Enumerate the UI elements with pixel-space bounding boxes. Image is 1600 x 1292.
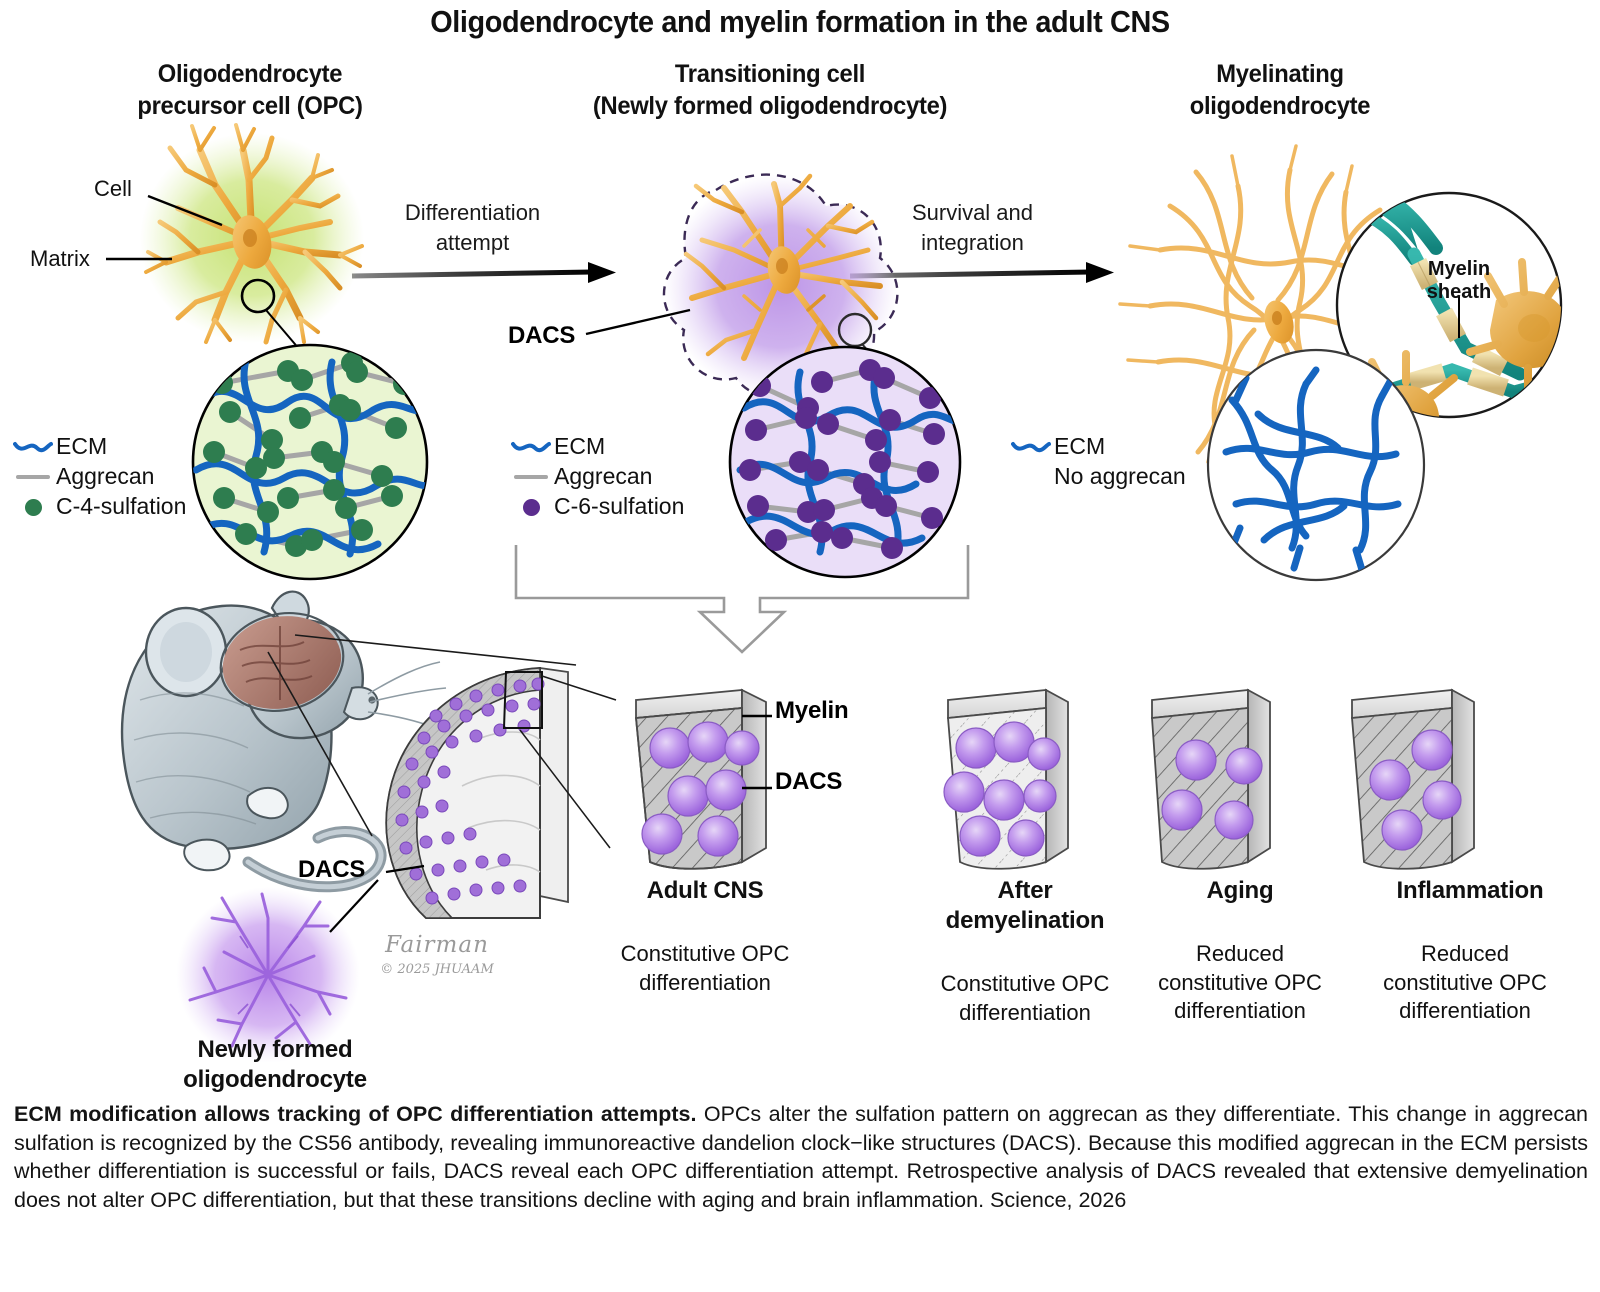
legend-label-c6-sulfation: C-6-sulfation xyxy=(554,493,685,520)
caption-body: OPCs alter the sulfation pattern on aggr… xyxy=(14,1102,1588,1212)
legend-label-c4-sulfation: C-4-sulfation xyxy=(56,493,187,520)
newly-formed-oligodendrocyte-blob xyxy=(176,879,379,1063)
tissue-block-adult-cns xyxy=(635,688,772,870)
ecm-wave-icon xyxy=(508,438,554,456)
tissue-block-inflammation xyxy=(1351,688,1475,870)
no-aggrecan-ecm-inset xyxy=(1206,348,1426,582)
mouse-illustration xyxy=(120,590,577,893)
signature-name: Fairman xyxy=(385,932,489,958)
block-subtitle-inflammation: Reduced constitutive OPC differentiation xyxy=(1383,941,1547,1024)
legend-row-ecm: ECM xyxy=(10,432,186,462)
legend-transitioning: ECM Aggrecan C-6-sulfation xyxy=(508,432,684,522)
legend-label-ecm: ECM xyxy=(1054,433,1106,460)
label-newly-formed-oligodendrocyte: Newly formed oligodendrocyte xyxy=(183,1036,367,1093)
brain-coronal-section xyxy=(385,666,617,919)
label-myelin-sheath: Myelin sheath xyxy=(1426,258,1492,303)
block-title-adult-cns: Adult CNS xyxy=(646,877,764,904)
page-title: Oligodendrocyte and myelin formation in … xyxy=(430,4,1170,39)
legend-label-aggrecan: Aggrecan xyxy=(554,463,653,490)
legend-row-aggrecan: Aggrecan xyxy=(508,462,684,492)
block-subtitle-adult-cns: Constitutive OPC differentiation xyxy=(620,941,790,995)
legend-row-sulfation: C-6-sulfation xyxy=(508,492,684,522)
label-cell: Cell xyxy=(94,176,132,201)
tissue-block-after-demyelination xyxy=(943,688,1069,870)
c4-sulfation-dot-icon xyxy=(10,498,56,516)
block-title-inflammation: Inflammation xyxy=(1396,877,1544,904)
block-subtitle-aging: Reduced constitutive OPC differentiation xyxy=(1158,941,1322,1024)
legend-row-ecm: ECM xyxy=(1008,432,1186,462)
block-title-after-demyelination: After demyelination xyxy=(945,877,1105,934)
legend-row-no-aggrecan: No aggrecan xyxy=(1008,462,1186,492)
opc-ecm-inset xyxy=(191,343,429,581)
tissue-block-aging xyxy=(1151,688,1271,870)
legend-label-ecm: ECM xyxy=(554,433,606,460)
c6-sulfation-dot-icon xyxy=(508,498,554,516)
panel-header-myelinating-oligodendrocyte: Myelinating oligodendrocyte xyxy=(1189,60,1371,120)
figure-caption: ECM modification allows tracking of OPC … xyxy=(14,1100,1588,1214)
label-dacs-block: DACS xyxy=(775,768,843,795)
bracket-arrow-to-bottom xyxy=(514,545,970,654)
transitioning-ecm-inset xyxy=(728,345,962,579)
block-subtitle-after-demyelination: Constitutive OPC differentiation xyxy=(940,971,1110,1025)
label-dacs-transitioning: DACS xyxy=(508,322,576,349)
signature-copyright: © 2025 JHUAAM xyxy=(380,962,494,978)
opc-cell-illustration xyxy=(106,123,364,351)
ecm-wave-icon xyxy=(1008,438,1054,456)
arrow-label-survival-integration: Survival and integration xyxy=(911,200,1034,255)
legend-row-ecm: ECM xyxy=(508,432,684,462)
legend-row-sulfation: C-4-sulfation xyxy=(10,492,186,522)
block-title-aging: Aging xyxy=(1206,877,1274,904)
arrow-differentiation xyxy=(351,262,616,283)
ecm-wave-icon xyxy=(10,438,56,456)
panel-header-opc: Oligodendrocyte precursor cell (OPC) xyxy=(137,60,363,120)
label-myelin-block: Myelin xyxy=(775,697,849,724)
artist-signature: Fairman © 2025 JHUAAM xyxy=(362,930,512,979)
label-matrix: Matrix xyxy=(30,246,90,271)
legend-myelinating: ECM No aggrecan xyxy=(1008,432,1186,492)
arrow-label-differentiation-attempt: Differentiation attempt xyxy=(404,200,541,255)
legend-label-aggrecan: Aggrecan xyxy=(56,463,155,490)
legend-label-no-aggrecan: No aggrecan xyxy=(1054,463,1186,490)
legend-label-ecm: ECM xyxy=(56,433,108,460)
panel-header-transitioning-cell: Transitioning cell (Newly formed oligode… xyxy=(592,60,948,120)
caption-lead: ECM modification allows tracking of OPC … xyxy=(14,1102,697,1126)
aggrecan-bar-icon xyxy=(10,475,56,479)
legend-opc: ECM Aggrecan C-4-sulfation xyxy=(10,432,186,522)
aggrecan-bar-icon xyxy=(508,475,554,479)
label-dacs-brain: DACS xyxy=(298,856,366,883)
legend-row-aggrecan: Aggrecan xyxy=(10,462,186,492)
